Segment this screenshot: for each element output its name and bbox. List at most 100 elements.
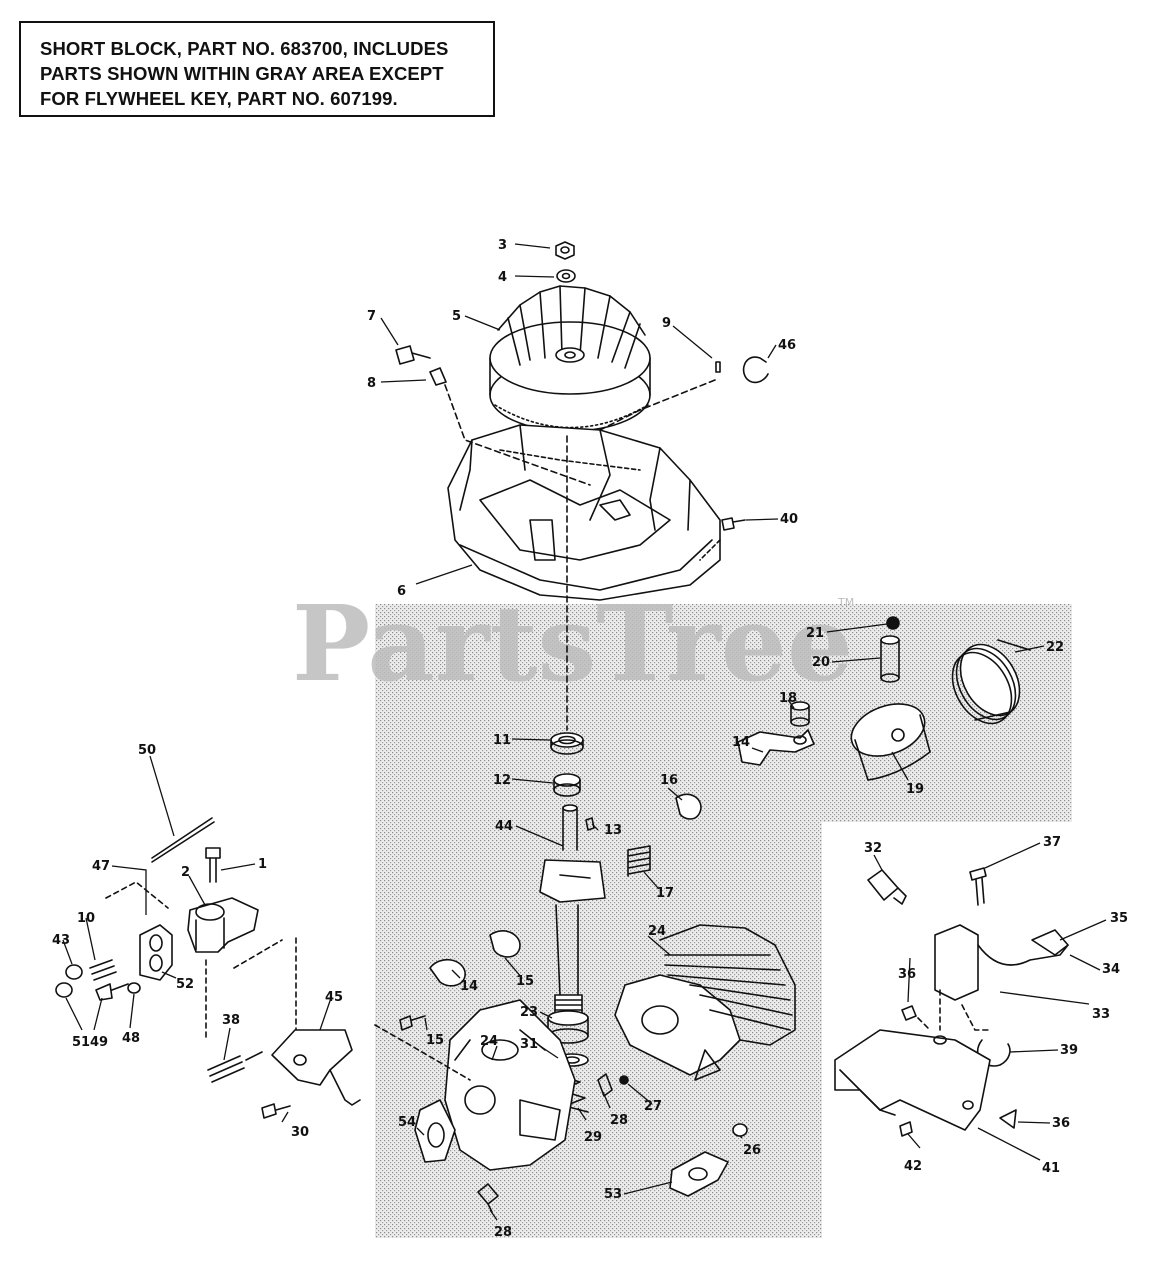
bolt-part xyxy=(721,517,746,531)
callout-20: 20 xyxy=(812,655,830,670)
callout-6: 6 xyxy=(397,584,406,599)
screw-42-part xyxy=(899,1121,913,1137)
governor-lines xyxy=(374,1024,471,1081)
cylinder-part xyxy=(614,924,796,1081)
callout-7: 7 xyxy=(367,309,376,324)
callout-18: 18 xyxy=(779,691,797,706)
spark-plug-part xyxy=(867,869,907,905)
callout-39: 39 xyxy=(1060,1043,1078,1058)
lock-washer-part xyxy=(429,367,447,386)
note-line-2: PARTS SHOWN WITHIN GRAY AREA EXCEPT xyxy=(40,63,444,84)
callout-53: 53 xyxy=(604,1187,622,1202)
carburetor-part xyxy=(187,897,259,953)
short-block-note: SHORT BLOCK, PART NO. 683700, INCLUDES P… xyxy=(19,21,495,117)
callout-24-crankcase: 24 xyxy=(480,1034,498,1049)
screw-bottom-part xyxy=(477,1183,499,1213)
callout-30: 30 xyxy=(291,1125,309,1140)
alignment-line-1 xyxy=(444,384,591,486)
callout-48: 48 xyxy=(122,1031,140,1046)
callout-26: 26 xyxy=(743,1143,761,1158)
blower-housing-part xyxy=(447,424,721,601)
watermark: PartsTree xyxy=(292,582,853,705)
governor-bracket-part xyxy=(271,1029,361,1106)
piston-part xyxy=(850,703,931,781)
callout-12: 12 xyxy=(493,773,511,788)
callout-36-upper: 36 xyxy=(898,967,916,982)
plug-part xyxy=(732,1123,748,1137)
seal-part xyxy=(550,732,584,755)
callout-9: 9 xyxy=(662,316,671,331)
callout-35: 35 xyxy=(1110,911,1128,926)
spring-38-part xyxy=(207,1051,263,1083)
connecting-rod-part xyxy=(737,729,815,766)
callout-36-lower: 36 xyxy=(1052,1116,1070,1131)
ignition-lines xyxy=(917,989,991,1031)
callout-22: 22 xyxy=(1046,640,1064,655)
callout-17: 17 xyxy=(656,886,674,901)
retainer-part xyxy=(886,616,900,630)
spring-part xyxy=(627,845,651,877)
callout-38: 38 xyxy=(222,1013,240,1028)
callout-44: 44 xyxy=(495,819,513,834)
hex-nut-part xyxy=(555,241,575,260)
callout-14-upper: 14 xyxy=(732,735,750,750)
callout-37: 37 xyxy=(1043,835,1061,850)
rod-bolt-part-b xyxy=(399,1015,426,1031)
flywheel-key-part xyxy=(715,361,721,373)
rod-cap-clip-part xyxy=(675,793,702,820)
bolt-1-part xyxy=(205,847,221,883)
callout-31: 31 xyxy=(520,1037,538,1052)
callout-24-cylinder: 24 xyxy=(648,924,666,939)
carb-lines xyxy=(105,881,297,1041)
callout-2: 2 xyxy=(181,865,190,880)
callout-8: 8 xyxy=(367,376,376,391)
leader-lines xyxy=(62,243,1107,1221)
callout-4: 4 xyxy=(498,270,507,285)
callout-47: 47 xyxy=(92,859,110,874)
callout-51: 51 xyxy=(72,1035,90,1050)
callout-3: 3 xyxy=(498,238,507,253)
callout-1: 1 xyxy=(258,857,267,872)
callout-14-lower: 14 xyxy=(460,979,478,994)
note-line-3: FOR FLYWHEEL KEY, PART NO. 607199. xyxy=(40,88,398,109)
alignment-line-3 xyxy=(699,539,721,561)
ignition-module-part xyxy=(934,924,1069,1001)
bushing-part xyxy=(790,701,810,727)
intake-gasket-part xyxy=(414,1099,456,1163)
bracket-41-part xyxy=(834,1029,991,1131)
flywheel-part xyxy=(489,285,651,432)
callout-13: 13 xyxy=(604,823,622,838)
reed-screw-part xyxy=(619,1075,629,1085)
callout-45: 45 xyxy=(325,990,343,1005)
callout-15-lower: 15 xyxy=(426,1033,444,1048)
callout-50: 50 xyxy=(138,743,156,758)
screw-30-part xyxy=(261,1103,291,1119)
callout-28-upper: 28 xyxy=(610,1113,628,1128)
note-line-1: SHORT BLOCK, PART NO. 683700, INCLUDES xyxy=(40,38,449,59)
rod-bolt-part-a xyxy=(489,930,521,958)
bolt-36a-part xyxy=(901,1005,917,1021)
spring-10-part xyxy=(89,959,117,981)
rod-cap-part xyxy=(429,959,466,987)
knob-43-part xyxy=(65,964,83,980)
washer-part xyxy=(556,269,576,283)
callout-46: 46 xyxy=(778,338,796,353)
screw-49-part xyxy=(95,983,129,1001)
linkage-rod-part xyxy=(151,817,213,859)
callout-41: 41 xyxy=(1042,1161,1060,1176)
callout-52: 52 xyxy=(176,977,194,992)
callout-54: 54 xyxy=(398,1115,416,1130)
callout-32: 32 xyxy=(864,841,882,856)
callout-43: 43 xyxy=(52,933,70,948)
crankshaft-part xyxy=(539,804,606,1016)
callout-5: 5 xyxy=(452,309,461,324)
screw-part xyxy=(395,345,431,365)
bolt-37-part xyxy=(969,867,987,906)
watermark-trademark: TM xyxy=(837,596,854,609)
callout-28-lower: 28 xyxy=(494,1225,512,1240)
callout-29: 29 xyxy=(584,1130,602,1145)
piston-pin-part xyxy=(880,635,900,683)
callout-15-upper: 15 xyxy=(516,974,534,989)
alignment-line-2 xyxy=(599,379,716,431)
